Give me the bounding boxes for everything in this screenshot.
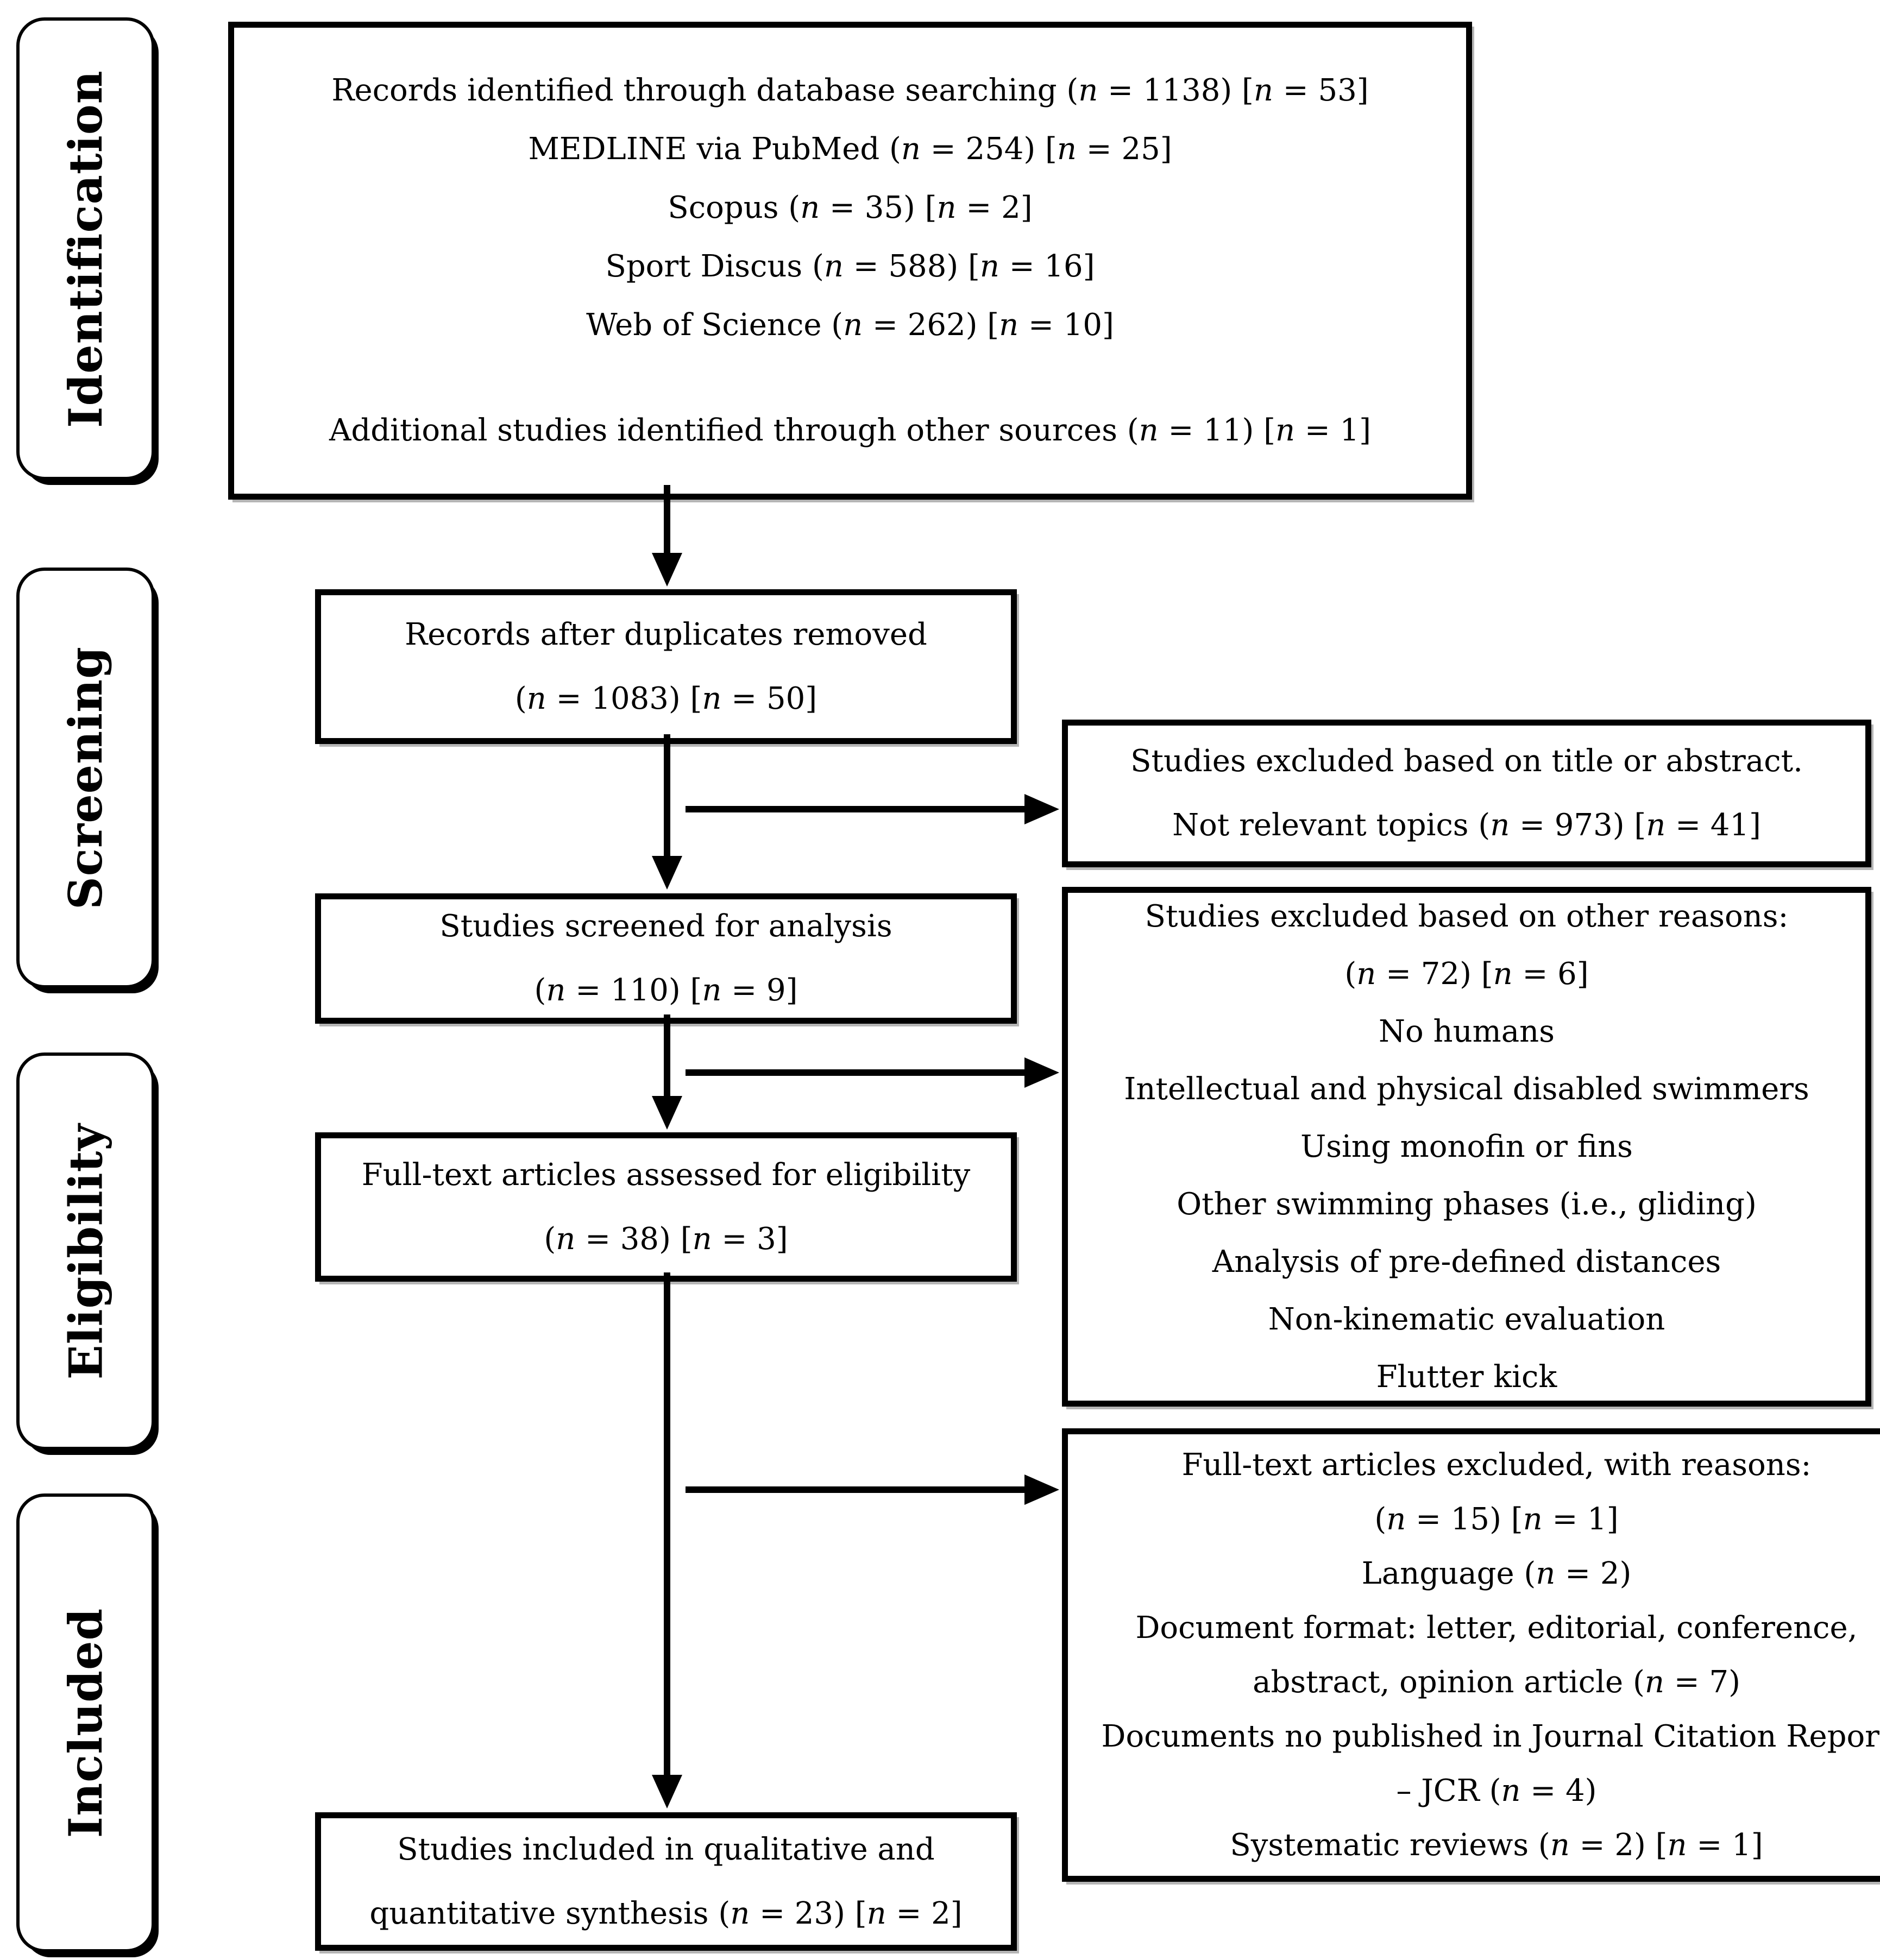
stage-box-eligibility: Eligibility <box>16 1053 155 1450</box>
stage-box-identification: Identification <box>16 17 155 480</box>
box-line: Full-text articles excluded, with reason… <box>1181 1447 1812 1483</box>
stage-box-included: Included <box>16 1493 155 1952</box>
box-line: Studies excluded based on title or abstr… <box>1130 743 1803 779</box>
arrowhead-duplicates-to-screened <box>652 856 682 890</box>
box-line: Flutter kick <box>1376 1359 1557 1395</box>
arrowhead-to-title-abstract-exclusion <box>1024 794 1059 824</box>
box-line: (n = 38) [n = 3] <box>544 1221 788 1257</box>
box-line: Documents no published in Journal Citati… <box>1101 1718 1880 1808</box>
box-line: Records after duplicates removed <box>405 616 927 652</box>
box-line: Web of Science (n = 262) [n = 10] <box>586 307 1114 343</box>
records-identified-box: Records identified through database sear… <box>228 22 1472 500</box>
box-line: Scopus (n = 35) [n = 2] <box>668 190 1033 225</box>
arrowhead-screened-to-fulltext <box>652 1096 682 1130</box>
box-line: MEDLINE via PubMed (n = 254) [n = 25] <box>528 131 1172 167</box>
box-line: (n = 72) [n = 6] <box>1344 956 1589 992</box>
box-line: Studies screened for analysis <box>439 909 892 944</box>
box-line: Full-text articles assessed for eligibil… <box>361 1157 971 1193</box>
box-line: (n = 15) [n = 1] <box>1374 1501 1619 1537</box>
box-line: Using monofin or fins <box>1300 1129 1633 1164</box>
arrowhead-to-other-reasons-exclusion <box>1024 1057 1059 1088</box>
box-line: (n = 1083) [n = 50] <box>514 680 818 716</box>
arrowhead-fulltext-to-included <box>652 1775 682 1808</box>
duplicates-removed-box: Records after duplicates removed (n = 10… <box>315 589 1017 744</box>
studies-screened-box: Studies screened for analysis (n = 110) … <box>315 893 1017 1024</box>
excluded-title-abstract-box: Studies excluded based on title or abstr… <box>1062 720 1871 867</box>
fulltext-excluded-box: Full-text articles excluded, with reason… <box>1062 1428 1880 1882</box>
excluded-other-reasons-box: Studies excluded based on other reasons:… <box>1062 887 1871 1407</box>
studies-included-box: Studies included in qualitative and quan… <box>315 1812 1017 1951</box>
box-line: (n = 110) [n = 9] <box>534 973 798 1008</box>
arrowhead-to-fulltext-exclusion <box>1024 1474 1059 1505</box>
box-line: Not relevant topics (n = 973) [n = 41] <box>1172 808 1761 843</box>
box-line: Studies excluded based on other reasons: <box>1145 898 1789 934</box>
box-line: Language (n = 2) <box>1361 1555 1632 1591</box>
box-line: Studies included in qualitative and <box>397 1831 935 1867</box>
arrowhead-identified-to-duplicates <box>652 553 682 587</box>
box-line: Other swimming phases (i.e., gliding) <box>1177 1186 1757 1222</box>
box-line: Analysis of pre-defined distances <box>1212 1244 1721 1280</box>
box-line: Intellectual and physical disabled swimm… <box>1124 1071 1809 1107</box>
box-line: Non-kinematic evaluation <box>1268 1301 1665 1337</box>
box-line: Sport Discus (n = 588) [n = 16] <box>605 249 1095 284</box>
box-line: Document format: letter, editorial, conf… <box>1135 1610 1858 1700</box>
box-line: Systematic reviews (n = 2) [n = 1] <box>1230 1827 1763 1863</box>
box-line: No humans <box>1379 1013 1555 1049</box>
box-line: Additional studies identified through ot… <box>329 413 1372 448</box>
box-line: Records identified through database sear… <box>331 73 1369 108</box>
box-line: quantitative synthesis (n = 23) [n = 2] <box>369 1895 963 1931</box>
stage-box-screening: Screening <box>16 568 155 988</box>
